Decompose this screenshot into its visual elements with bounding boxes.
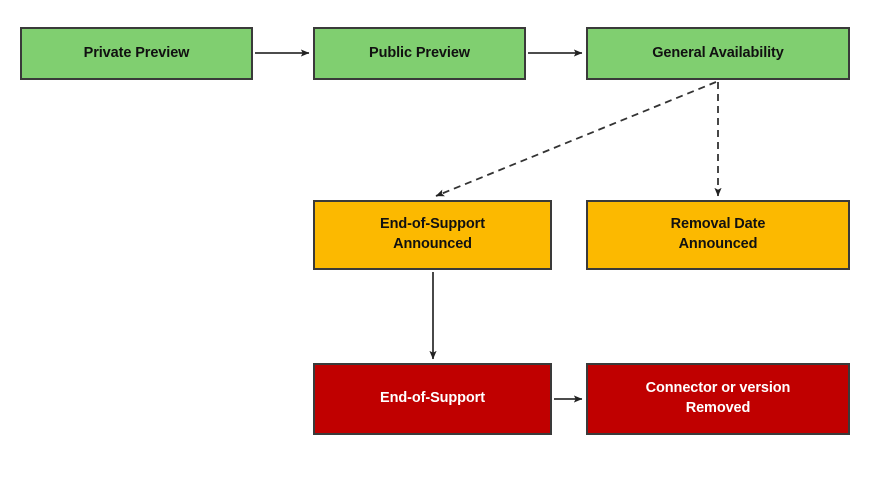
node-label-connector-or-version-removed: Connector or version Removed [645, 380, 791, 416]
node-private-preview[interactable]: Private Preview [20, 27, 253, 80]
node-label-end-of-support: End-of-Support [380, 390, 485, 407]
node-end-of-support-announced[interactable]: End-of-Support Announced [313, 200, 552, 270]
node-label-removal-date-announced: Removal Date Announced [670, 216, 766, 252]
node-end-of-support[interactable]: End-of-Support [313, 363, 552, 435]
node-label-end-of-support-announced: End-of-Support Announced [380, 216, 485, 252]
edge-ga-to-eos-announced [435, 81, 717, 197]
node-label-private-preview: Private Preview [83, 44, 190, 61]
node-label-public-preview: Public Preview [369, 44, 470, 61]
node-label-general-availability: General Availability [652, 44, 784, 61]
node-removal-date-announced[interactable]: Removal Date Announced [586, 200, 850, 270]
node-general-availability[interactable]: General Availability [586, 27, 850, 80]
node-connector-or-version-removed[interactable]: Connector or version Removed [586, 363, 850, 435]
node-public-preview[interactable]: Public Preview [313, 27, 526, 80]
